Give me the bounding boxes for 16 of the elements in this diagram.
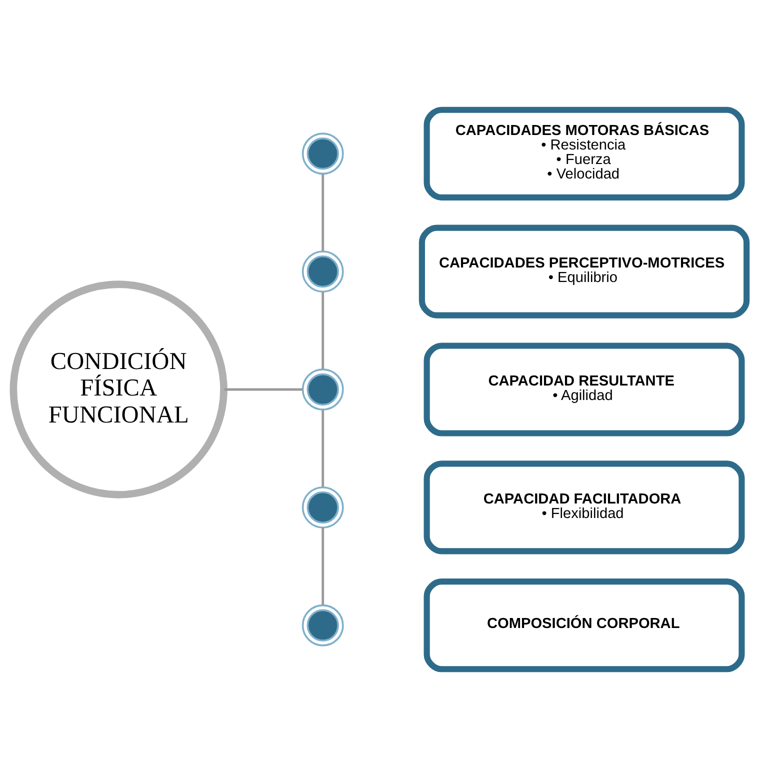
node-circle — [302, 368, 344, 410]
node-circle — [302, 604, 344, 646]
connector — [322, 409, 324, 487]
connector — [322, 173, 324, 251]
node-box: COMPOSICIÓN CORPORAL — [424, 578, 745, 672]
node-circle: CONDICIÓN FÍSICA FUNCIONAL — [10, 280, 228, 498]
connector — [224, 388, 303, 390]
node-box: CAPACIDAD RESULTANTE • Agilidad — [424, 342, 745, 436]
node-box: CAPACIDADES PERCEPTIVO-MOTRICES • Equilibrio — [418, 224, 750, 318]
node-circle — [302, 250, 344, 292]
connector — [322, 527, 324, 605]
node-box: CAPACIDAD FACILITADORA • Flexibilidad — [424, 460, 745, 554]
connector — [322, 291, 324, 369]
node-box: CAPACIDADES MOTORAS BÁSICAS • Resistencia • Fuerza • Velocidad — [424, 106, 745, 200]
node-circle — [302, 132, 344, 174]
node-circle — [302, 486, 344, 528]
